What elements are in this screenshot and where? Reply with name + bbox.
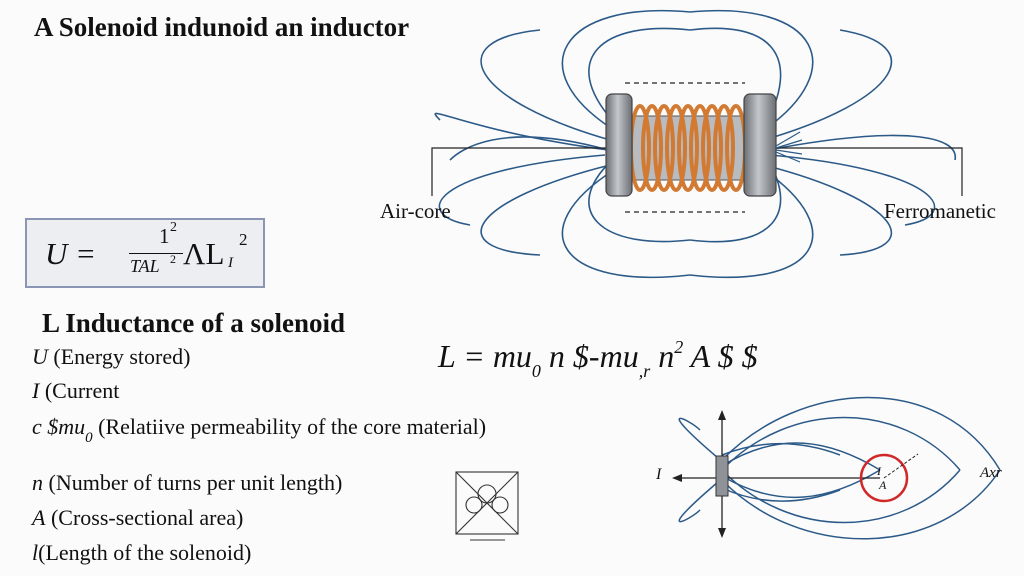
magnet-bar <box>715 455 729 497</box>
energy-formula-box: U = 1 2 TAL 2 ΛL I 2 <box>25 218 265 288</box>
solenoid-field-lines <box>434 9 956 279</box>
formula-denominator: TAL <box>130 256 160 276</box>
right-end-cap <box>743 93 777 197</box>
variable-length: l(Length of the solenoid) <box>32 540 252 565</box>
solenoid-coil <box>629 104 747 192</box>
variable-energy: U (Energy stored) <box>32 344 191 369</box>
variable-turns: n (Number of turns per unit length) <box>32 470 343 495</box>
formula-term: ΛL <box>183 236 225 271</box>
formula-term-exp: 2 <box>239 230 248 249</box>
loop-label-top: I <box>877 464 881 478</box>
formula-denominator-exp: 2 <box>170 252 176 266</box>
current-label: I <box>656 466 662 483</box>
ferromagnetic-label: Ferromanetic <box>884 199 996 223</box>
axis-label: Axr <box>980 465 1002 481</box>
sketch-icon <box>455 471 519 541</box>
formula-numerator-exp: 2 <box>170 220 177 235</box>
page-title: A Solenoid indunoid an inductor <box>34 12 410 42</box>
left-end-cap <box>605 93 633 197</box>
formula-term-sub: I <box>228 255 233 271</box>
variable-permeability: c $mu0 (Relatiive permeability of the co… <box>32 414 487 446</box>
variable-current: I (Current <box>32 378 120 403</box>
current-loop <box>859 453 909 503</box>
inductance-equation: L = mu0 n $-mu,r n2 A $ $ <box>438 337 758 381</box>
formula-lhs: U = <box>45 236 97 271</box>
section-heading: L Inductance of a solenoid <box>42 308 346 338</box>
loop-label-bottom: A <box>879 478 887 492</box>
formula-numerator: 1 <box>159 224 170 248</box>
variable-area: A (Cross-sectional area) <box>32 505 244 530</box>
air-core-label: Air-core <box>380 199 451 223</box>
lower-field-lines <box>678 396 1001 540</box>
fraction-bar <box>129 253 183 254</box>
